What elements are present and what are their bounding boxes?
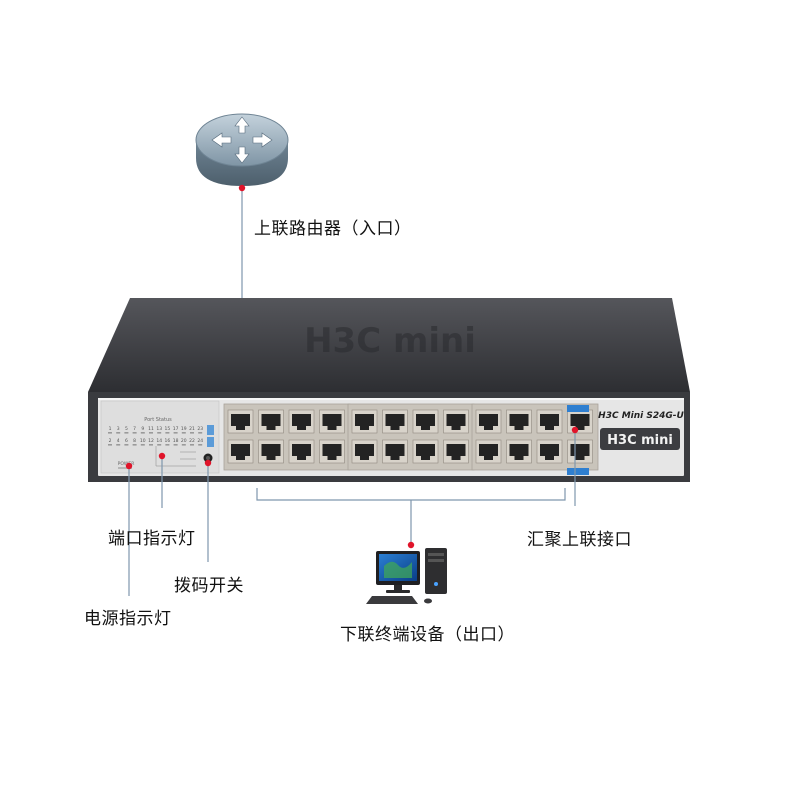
port-led (157, 444, 162, 446)
port-led (132, 432, 137, 434)
led-label: 23 (197, 426, 203, 432)
led-label: 21 (189, 426, 195, 432)
rj45-socket (231, 444, 250, 460)
rj45-socket (261, 444, 281, 460)
uplink-tag-top (567, 405, 589, 412)
rj45-socket (416, 444, 435, 460)
power-caption: POWER (118, 461, 135, 467)
mode-led (207, 425, 214, 435)
led-label: 11 (148, 426, 154, 432)
led-label: 20 (181, 438, 187, 444)
rj45-socket (446, 444, 466, 460)
rj45-socket (540, 444, 559, 460)
led-label: 3 (117, 426, 120, 432)
power-led (118, 467, 132, 469)
led-label: 22 (189, 438, 195, 444)
port-led (157, 432, 162, 434)
rj45-socket (355, 414, 374, 430)
callout-lines (128, 430, 576, 596)
port-led (165, 444, 170, 446)
led-label: 15 (165, 426, 171, 432)
led-label: 1 (109, 426, 112, 432)
callout-router-inlet: 上联路由器（入口） (254, 219, 412, 239)
port-led (198, 432, 203, 434)
port-led (181, 432, 186, 434)
brand-badge: H3C mini (600, 428, 680, 450)
top-logo-engraving: H3C mini (304, 321, 476, 361)
callout-dip-switch: 拨码开关 (174, 576, 244, 596)
led-label: 4 (117, 438, 120, 444)
led-label: 9 (141, 426, 144, 432)
callout-power-indicator: 电源指示灯 (84, 609, 172, 629)
led-label: 2 (109, 438, 112, 444)
led-label: 8 (133, 438, 136, 444)
rj45-port-array (223, 403, 599, 471)
router-icon (195, 113, 289, 186)
rj45-socket (385, 444, 405, 460)
rj45-socket (355, 444, 374, 460)
callout-uplink-port: 汇聚上联接口 (527, 530, 632, 550)
rj45-socket (322, 444, 342, 460)
port-led (108, 432, 112, 434)
rj45-socket (446, 414, 466, 430)
led-label: 19 (181, 426, 187, 432)
rj45-socket (416, 414, 435, 430)
rj45-socket (322, 414, 342, 430)
port-led (124, 432, 129, 434)
callout-downlink-outlet: 下联终端设备（出口） (340, 625, 515, 645)
port-led (140, 432, 145, 434)
mode-led (207, 437, 214, 447)
rj45-socket (479, 414, 498, 430)
rj45-socket (509, 414, 529, 430)
port-led (149, 444, 153, 446)
led-label: 7 (133, 426, 136, 432)
uplink-port-group (567, 405, 589, 475)
brand-logo: H3C mini (607, 433, 673, 448)
port-led (190, 432, 194, 434)
led-label: 16 (165, 438, 171, 444)
port-led (181, 444, 186, 446)
model-label: H3C Mini S24G-U (598, 411, 684, 421)
rj45-socket (509, 444, 529, 460)
rj45-socket (261, 414, 281, 430)
port-led (165, 432, 170, 434)
desktop-computer-icon (366, 548, 447, 604)
led-label: 14 (156, 438, 162, 444)
port-led (116, 432, 121, 434)
led-label: 5 (125, 426, 128, 432)
led-label: 24 (197, 438, 203, 444)
port-led (198, 444, 203, 446)
port-led (149, 432, 153, 434)
port-led (132, 444, 137, 446)
rj45-socket (292, 444, 311, 460)
rj45-socket (385, 414, 405, 430)
port-led (124, 444, 129, 446)
led-label: 10 (140, 438, 146, 444)
port-led (140, 444, 145, 446)
panel-caption: Port Status (144, 417, 172, 423)
led-label: 17 (173, 426, 179, 432)
port-led (116, 444, 121, 446)
rj45-socket (292, 414, 311, 430)
led-label: 18 (173, 438, 179, 444)
callout-port-indicator: 端口指示灯 (108, 529, 196, 549)
port-led (173, 444, 178, 446)
port-led (108, 444, 112, 446)
led-label: 6 (125, 438, 128, 444)
led-label: 13 (156, 426, 162, 432)
led-label: 12 (148, 438, 154, 444)
callout-dots (125, 426, 579, 549)
rj45-socket (479, 444, 498, 460)
rj45-socket (570, 414, 590, 430)
rj45-socket (540, 414, 559, 430)
rj45-socket (231, 414, 250, 430)
port-led (190, 444, 194, 446)
port-led (173, 432, 178, 434)
uplink-tag-bottom (567, 468, 589, 475)
